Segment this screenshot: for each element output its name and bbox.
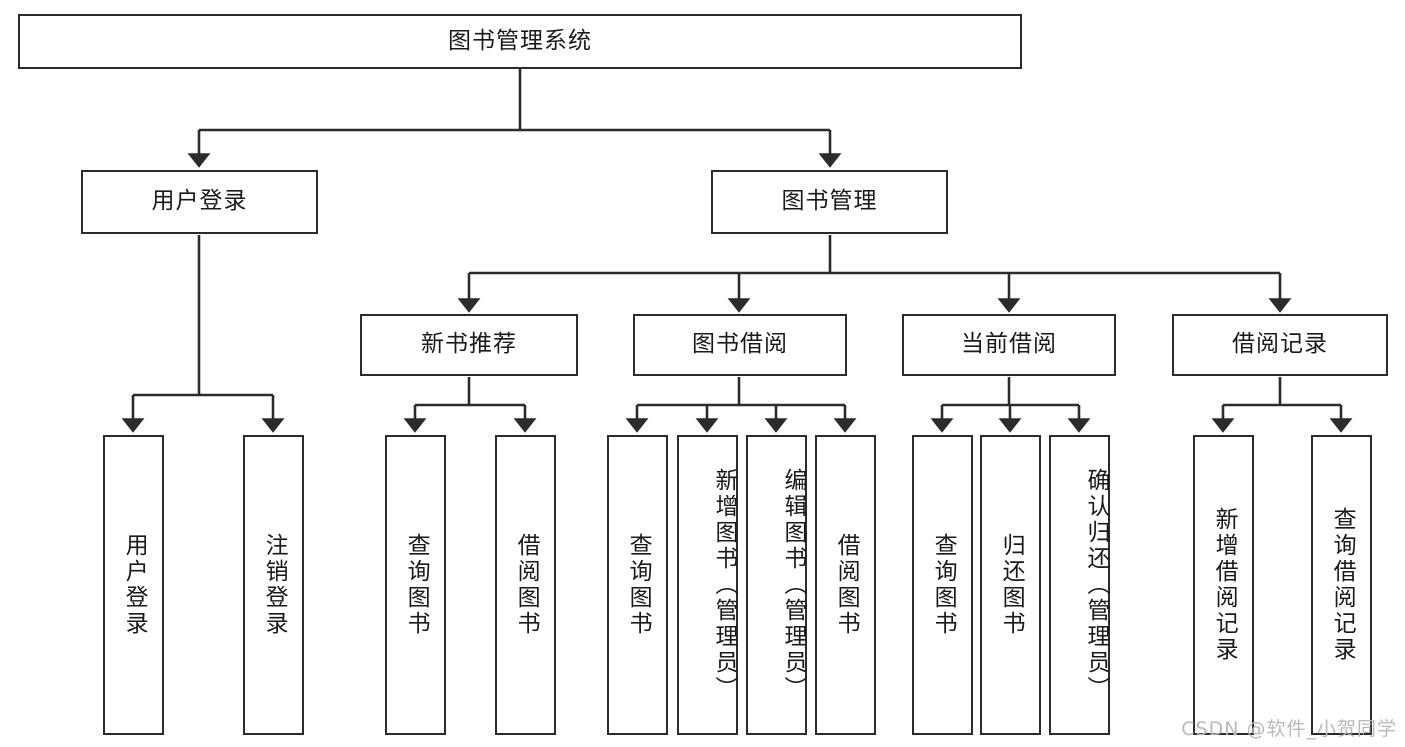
leaf-borrow-book-1[interactable]: 借阅图书 <box>495 435 556 735</box>
node-current-borrow[interactable]: 当前借阅 <box>902 314 1116 376</box>
leaf-edit-book-admin[interactable]: 编辑图书（管理员） <box>746 435 807 735</box>
node-book-management[interactable]: 图书管理 <box>711 170 948 234</box>
leaf-query-book-2[interactable]: 查询图书 <box>607 435 668 735</box>
node-new-book-recommend[interactable]: 新书推荐 <box>360 314 578 376</box>
leaf-query-borrow-record[interactable]: 查询借阅记录 <box>1311 435 1372 735</box>
leaf-return-book[interactable]: 归还图书 <box>980 435 1041 735</box>
node-borrow-record[interactable]: 借阅记录 <box>1172 314 1388 376</box>
watermark-text: CSDN @软件_小贺同学 <box>1181 718 1397 740</box>
leaf-query-book-3[interactable]: 查询图书 <box>912 435 973 735</box>
leaf-borrow-book-2[interactable]: 借阅图书 <box>815 435 876 735</box>
node-book-borrow[interactable]: 图书借阅 <box>633 314 847 376</box>
leaf-user-login[interactable]: 用户登录 <box>103 435 164 735</box>
node-user-login[interactable]: 用户登录 <box>81 170 318 234</box>
leaf-add-borrow-record[interactable]: 新增借阅记录 <box>1193 435 1254 735</box>
node-root[interactable]: 图书管理系统 <box>18 14 1022 69</box>
leaf-add-book-admin[interactable]: 新增图书（管理员） <box>677 435 738 735</box>
leaf-confirm-return-admin[interactable]: 确认归还（管理员） <box>1049 435 1110 735</box>
leaf-user-logout[interactable]: 注销登录 <box>243 435 304 735</box>
leaf-query-book-1[interactable]: 查询图书 <box>385 435 446 735</box>
